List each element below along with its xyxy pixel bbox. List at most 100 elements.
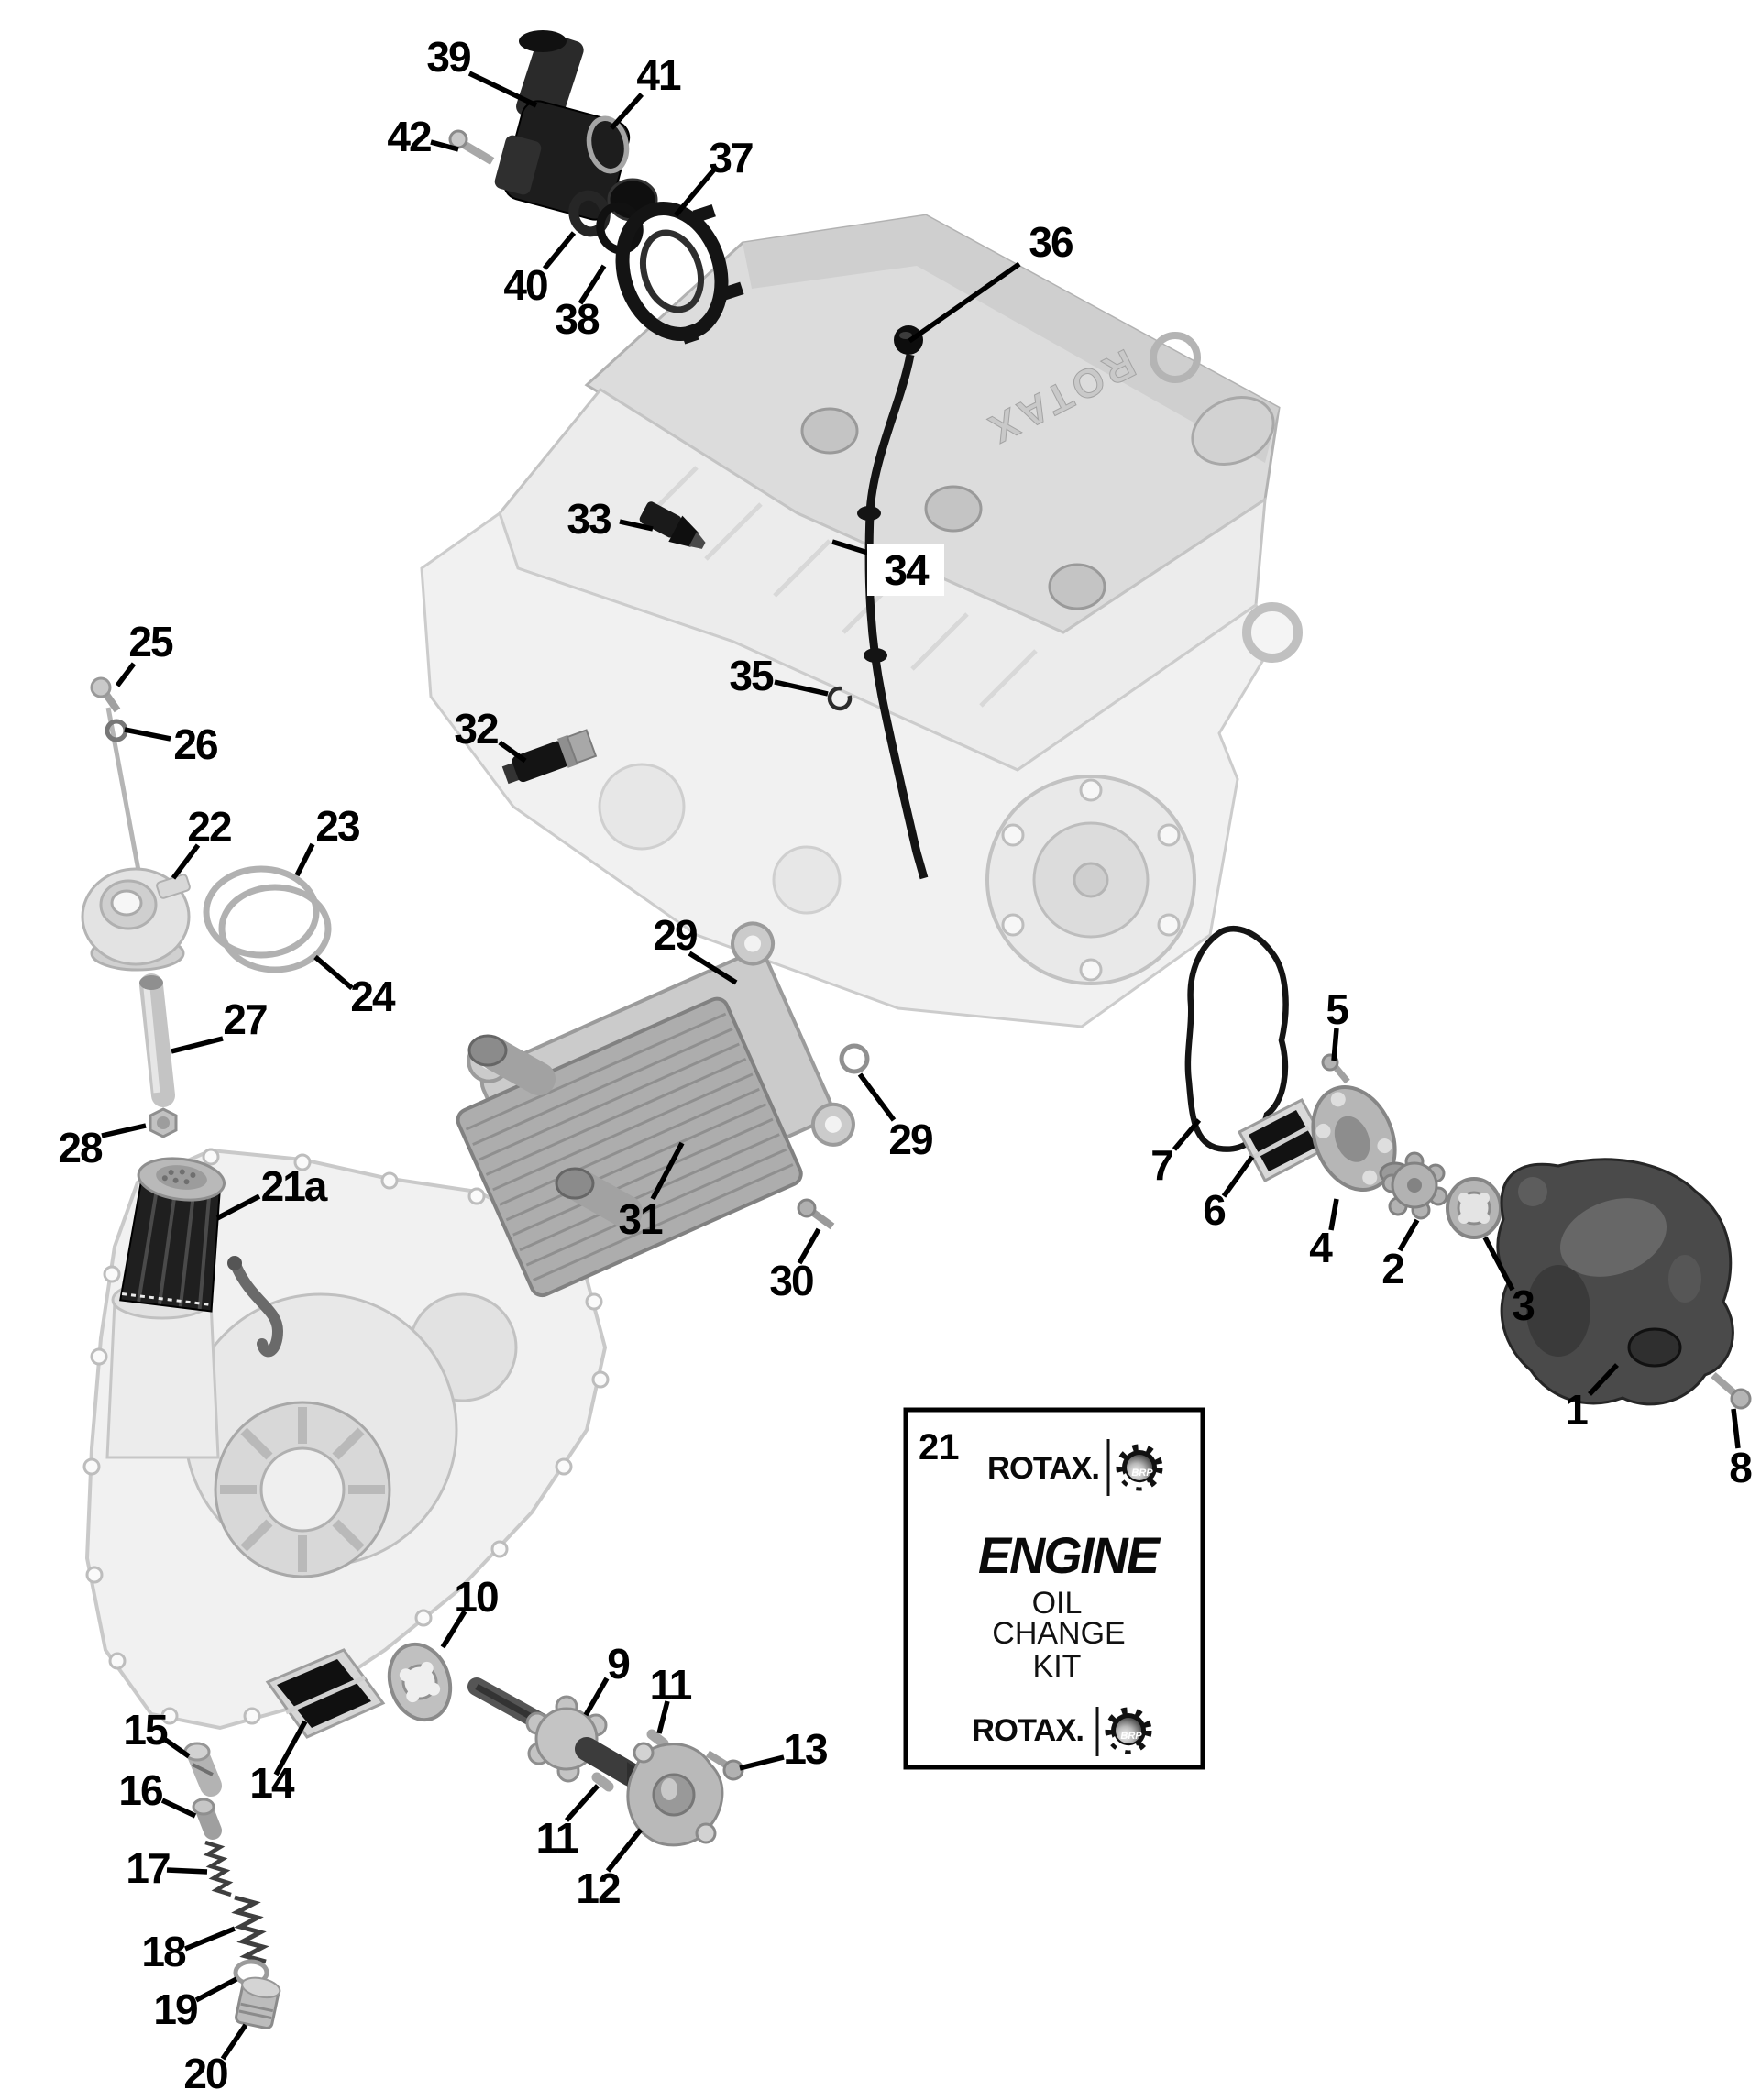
callout-35-36: 35	[729, 652, 774, 699]
leader-line-29-29	[688, 951, 738, 985]
callout-39-40: 39	[426, 33, 470, 81]
part-17-spring	[203, 1840, 234, 1897]
part-23-oring	[203, 865, 320, 959]
part-13-bolt	[705, 1750, 744, 1781]
part-11-pin	[591, 1772, 614, 1792]
part-34-dipstick-tube	[857, 354, 929, 880]
leader-line-15-15	[162, 1736, 191, 1759]
leader-line-13-13	[739, 1754, 785, 1771]
leader-line-12-12	[605, 1828, 644, 1873]
part-2-gear	[1379, 1151, 1448, 1220]
callout-42-43: 42	[387, 113, 431, 160]
part-10-rotor-ring	[387, 1642, 453, 1722]
leader-line-6-5	[1221, 1155, 1255, 1198]
leader-line-19-19	[194, 1976, 238, 2003]
callout-34-35: 34	[884, 546, 930, 594]
callout-36-37: 36	[1028, 218, 1072, 266]
callout-32-33: 32	[454, 705, 498, 753]
callout-11-10: 11	[650, 1661, 692, 1709]
leader-line-26-26	[124, 727, 171, 742]
callout-41-42: 41	[636, 51, 681, 99]
leader-line-24-24	[314, 954, 354, 991]
part-5-bolt	[1321, 1053, 1350, 1084]
leader-line-40-41	[542, 231, 577, 270]
spark-well	[1048, 563, 1106, 610]
leader-line-38-39	[578, 264, 607, 305]
part-15-valve-piston	[183, 1742, 222, 1797]
callout-2-1: 2	[1381, 1245, 1403, 1292]
leader-line-16-16	[160, 1798, 197, 1819]
part-16-piston	[192, 1798, 222, 1840]
callout-1-0: 1	[1565, 1386, 1588, 1434]
leader-line-1-0	[1587, 1363, 1620, 1396]
part-11-pin	[646, 1729, 669, 1749]
callout-11-11: 11	[536, 1814, 578, 1862]
callout-23-23: 23	[315, 802, 359, 850]
kit-brand-bottom: ROTAX.	[972, 1713, 1084, 1748]
callout-14-14: 14	[249, 1759, 295, 1807]
kit-line2: CHANGE	[992, 1616, 1125, 1651]
oil-change-kit-box: 21 ROTAX. ENGINE OIL CHANGE KIT ROTAX.	[903, 1407, 1205, 1770]
callout-24-24: 24	[350, 973, 396, 1020]
leader-line-9-8	[583, 1677, 610, 1717]
callout-31-32: 31	[618, 1195, 663, 1243]
leader-line-5-4	[1331, 1028, 1339, 1061]
callout-6-5: 6	[1203, 1186, 1225, 1234]
callout-16-16: 16	[118, 1766, 162, 1814]
crankcase-half-art	[82, 1148, 610, 1731]
leader-line-35-36	[774, 679, 829, 697]
part-8-bolt	[1710, 1371, 1752, 1410]
callout-40-41: 40	[503, 261, 547, 309]
part-33-sensor	[639, 501, 706, 549]
part-27-tube	[139, 973, 175, 1107]
spark-well	[924, 485, 983, 533]
callout-30-31: 30	[769, 1257, 813, 1304]
callout-bg-34	[867, 544, 944, 596]
kit-line1: OIL	[1032, 1586, 1083, 1621]
part-21a-oil-filter	[119, 1157, 226, 1313]
part-30-bolt	[797, 1198, 835, 1230]
callout-10-9: 10	[454, 1573, 498, 1621]
leader-line-4-3	[1328, 1198, 1339, 1231]
leader-line-32-33	[498, 740, 527, 764]
leader-line-37-38	[673, 168, 717, 217]
leader-line-14-14	[273, 1720, 308, 1776]
part-35-snap-ring	[827, 686, 852, 711]
leader-line-34-35	[831, 539, 874, 557]
kit-line3: KIT	[1033, 1649, 1082, 1684]
part-18-spring	[231, 1895, 270, 1964]
spark-well	[800, 407, 859, 455]
part-14-screen	[265, 1648, 386, 1739]
part-37-housing	[615, 202, 744, 345]
part-36-dipstick-cap	[894, 325, 923, 355]
leader-line-41-42	[609, 93, 644, 130]
kit-brand-top: ROTAX.	[987, 1451, 1099, 1486]
part-39-thermostat	[494, 30, 658, 222]
callout-25-25: 25	[128, 618, 173, 665]
leader-line-39-40	[468, 71, 538, 108]
callout-18-18: 18	[141, 1928, 186, 1975]
cover-boss	[1191, 396, 1275, 466]
leader-line-2-1	[1397, 1218, 1420, 1252]
callout-15-15: 15	[123, 1706, 168, 1754]
leader-line-11-10	[656, 1700, 670, 1734]
callout-3-2: 3	[1512, 1281, 1534, 1329]
part-41-oring	[586, 115, 630, 174]
leader-line-7-6	[1172, 1118, 1202, 1151]
callout-9-8: 9	[607, 1640, 629, 1688]
part-29-oring	[839, 1043, 870, 1074]
stator-teeth	[220, 1407, 385, 1572]
leader-line-28-28	[101, 1123, 147, 1138]
kit-title: ENGINE	[978, 1526, 1161, 1584]
callout-22-22: 22	[187, 803, 231, 851]
leader-line-22-22	[170, 843, 201, 880]
callout-19-19: 19	[153, 1985, 197, 2033]
leader-line-33-34	[619, 519, 654, 532]
callout-21a-21: 21a	[261, 1162, 328, 1210]
callout-4-3: 4	[1309, 1224, 1333, 1271]
filter-pedestal	[105, 1300, 220, 1459]
kit-part-number: 21	[918, 1427, 960, 1468]
leader-line-20-20	[220, 2023, 248, 2061]
leader-line-36-37	[908, 261, 1021, 344]
